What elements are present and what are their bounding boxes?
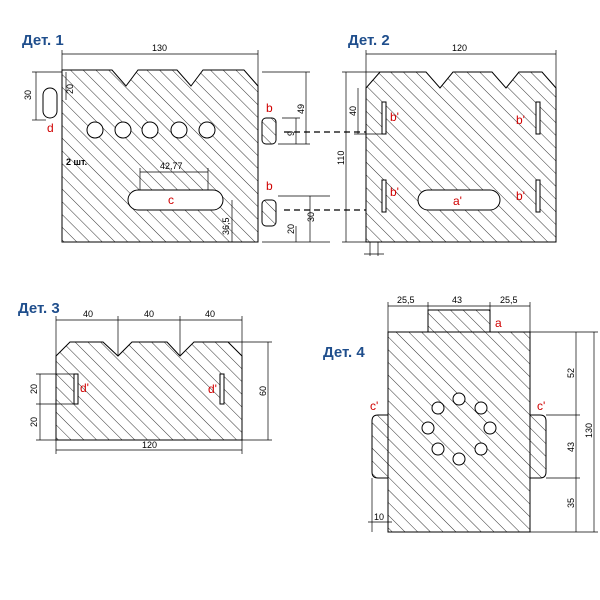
part-1-body xyxy=(61,69,259,243)
label-a-prime: a' xyxy=(453,194,462,208)
dim-25-5-b: 25,5 xyxy=(500,295,518,305)
dim-20-a: 20 xyxy=(29,384,39,394)
dim-42-77: 42,77 xyxy=(160,161,183,171)
dim-120: 120 xyxy=(452,43,467,53)
title-det4: Дет. 4 xyxy=(323,344,365,361)
dim-120: 120 xyxy=(142,440,157,450)
hole xyxy=(431,401,445,415)
dim-60: 60 xyxy=(258,386,268,396)
tab-c-prime-left xyxy=(371,414,389,479)
label-d-prime: d' xyxy=(208,382,217,396)
hole xyxy=(421,421,435,435)
label-b-prime: b' xyxy=(516,113,525,127)
dim-40: 40 xyxy=(348,106,358,116)
hole xyxy=(86,121,104,139)
label-c-prime-right: c' xyxy=(537,399,545,413)
tab-a xyxy=(427,309,491,333)
dim-9: 9 xyxy=(286,131,296,136)
part-1: Дет. 1 xyxy=(22,32,384,243)
label-b-prime: b' xyxy=(390,110,399,124)
hole xyxy=(170,121,188,139)
label-b-prime: b' xyxy=(516,189,525,203)
part-2-body xyxy=(365,71,557,243)
slit-b-prime xyxy=(535,101,541,135)
slit-b-prime xyxy=(381,179,387,213)
hole xyxy=(198,121,216,139)
slit-d-prime xyxy=(73,373,79,405)
dim-40-b: 40 xyxy=(144,309,154,319)
label-c: c xyxy=(168,193,174,207)
dim-20b: 20 xyxy=(286,224,296,234)
dim-130: 130 xyxy=(584,423,594,438)
hole xyxy=(474,442,488,456)
label-b-upper: b xyxy=(266,101,273,115)
dim-43-v: 43 xyxy=(566,442,576,452)
dim-40-a: 40 xyxy=(83,309,93,319)
slit-b-prime xyxy=(381,101,387,135)
slot-d xyxy=(42,87,58,119)
dim-10: 10 xyxy=(374,512,384,522)
hole xyxy=(483,421,497,435)
dim-25-5-a: 25,5 xyxy=(397,295,415,305)
dim-130: 130 xyxy=(152,43,167,53)
label-b-prime: b' xyxy=(390,185,399,199)
hole xyxy=(474,401,488,415)
hole xyxy=(431,442,445,456)
dim-40-c: 40 xyxy=(205,309,215,319)
part-4: Дет. 4 25,5 43 25,5 52 43 xyxy=(323,295,598,533)
tab-b-upper xyxy=(261,117,277,145)
dim-30: 30 xyxy=(23,90,33,100)
title-det1: Дет. 1 xyxy=(22,32,64,49)
label-d-prime: d' xyxy=(80,381,89,395)
label-a: a xyxy=(495,316,502,330)
part-2: Дет. 2 120 40 110 a' b' b' b' b' xyxy=(336,32,557,256)
part-4-body xyxy=(387,331,531,533)
tab-b-lower xyxy=(261,199,277,227)
slit-d-prime xyxy=(219,373,225,405)
dim-36-5: 36,5 xyxy=(221,217,231,235)
hole xyxy=(452,392,466,406)
dim-110: 110 xyxy=(336,151,346,165)
label-b-lower: b xyxy=(266,179,273,193)
label-c-prime-left: c' xyxy=(370,399,378,413)
slit-b-prime xyxy=(535,179,541,213)
dim-20: 20 xyxy=(65,84,75,94)
tab-c-prime-right xyxy=(529,414,547,479)
quantity-note: 2 шт. xyxy=(66,157,87,167)
slot-c xyxy=(127,189,224,211)
hole xyxy=(141,121,159,139)
title-det2: Дет. 2 xyxy=(348,32,390,49)
hole xyxy=(114,121,132,139)
title-det3: Дет. 3 xyxy=(18,300,60,317)
hole xyxy=(452,452,466,466)
dim-49: 49 xyxy=(296,104,306,114)
slot-a-prime xyxy=(417,189,501,211)
dim-35: 35 xyxy=(566,498,576,508)
dim-52: 52 xyxy=(566,368,576,378)
label-d: d xyxy=(47,121,54,135)
dim-30b: 30 xyxy=(306,212,316,222)
part-3: Дет. 3 40 40 40 120 60 20 20 d' d' xyxy=(18,300,272,454)
dim-20-b: 20 xyxy=(29,417,39,427)
dim-43: 43 xyxy=(452,295,462,305)
